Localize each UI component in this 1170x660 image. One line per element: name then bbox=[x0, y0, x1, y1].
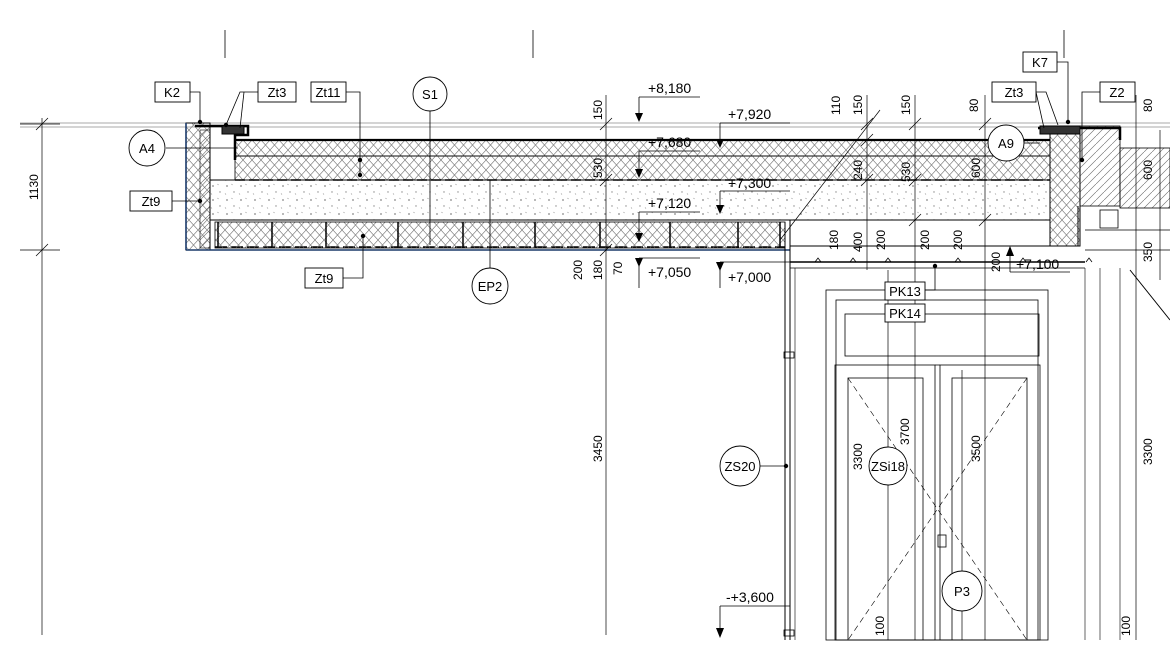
dim-600-b: 600 bbox=[1141, 160, 1155, 180]
dim-530-b: 530 bbox=[899, 162, 913, 182]
dim-1130: 1130 bbox=[27, 174, 41, 200]
elevation-7300: +7,300 bbox=[716, 175, 790, 214]
svg-text:ZSi18: ZSi18 bbox=[871, 459, 905, 474]
dim-80-b: 80 bbox=[1141, 98, 1155, 112]
dimension-texts: 1130 150 530 110 150 150 240 530 80 600 … bbox=[27, 95, 1155, 636]
dim-180-b: 180 bbox=[827, 230, 841, 250]
label-z2: Z2 bbox=[1099, 81, 1136, 103]
svg-text:K7: K7 bbox=[1032, 55, 1048, 70]
bubble-s1: S1 bbox=[412, 76, 448, 112]
bubble-p3: P3 bbox=[941, 570, 983, 612]
dim-200-b: 200 bbox=[874, 230, 888, 250]
svg-text:+7,300: +7,300 bbox=[728, 175, 771, 191]
dim-200-e: 200 bbox=[989, 252, 1003, 272]
label-zt9-left: Zt9 bbox=[129, 190, 173, 212]
dim-180-a: 180 bbox=[591, 260, 605, 280]
elevation-7680: +7,680 bbox=[635, 134, 700, 178]
svg-text:A4: A4 bbox=[139, 141, 155, 156]
elevation-8180: +8,180 bbox=[635, 80, 700, 122]
svg-text:+7,000: +7,000 bbox=[728, 269, 771, 285]
dim-3500: 3500 bbox=[969, 435, 983, 462]
dim-110: 110 bbox=[829, 96, 843, 115]
svg-text:+7,100: +7,100 bbox=[1016, 256, 1059, 272]
dim-530-a: 530 bbox=[591, 158, 605, 178]
elevation-markers: +8,180 +7,920 +7,680 +7,300 +7,120 bbox=[635, 80, 1070, 638]
dim-3300-a: 3300 bbox=[851, 443, 865, 470]
elevation-7100: +7,100 bbox=[1006, 246, 1070, 273]
elevation-7120: +7,120 bbox=[635, 195, 700, 242]
label-zt3-right: Zt3 bbox=[991, 81, 1037, 103]
dim-200-d: 200 bbox=[951, 230, 965, 250]
dim-600-a: 600 bbox=[969, 158, 983, 178]
svg-text:P3: P3 bbox=[954, 584, 970, 599]
dim-150-c: 150 bbox=[899, 95, 913, 115]
dim-150-a: 150 bbox=[591, 100, 605, 120]
svg-text:S1: S1 bbox=[422, 87, 438, 102]
svg-text:PK14: PK14 bbox=[889, 306, 921, 321]
bubble-a9: A9 bbox=[987, 124, 1025, 162]
svg-text:Zt3: Zt3 bbox=[268, 85, 287, 100]
dim-100-a: 100 bbox=[873, 616, 887, 636]
dim-3300-b: 3300 bbox=[1141, 438, 1155, 465]
leader-dots bbox=[197, 119, 1085, 469]
dim-200-a: 200 bbox=[571, 260, 585, 280]
svg-text:+8,180: +8,180 bbox=[648, 80, 691, 96]
svg-text:Zt9: Zt9 bbox=[315, 271, 334, 286]
dim-100-b: 100 bbox=[1119, 616, 1133, 636]
dim-3700: 3700 bbox=[898, 418, 912, 445]
svg-text:-+3,600: -+3,600 bbox=[726, 589, 774, 605]
bubble-labels: S1 A4 EP2 A9 ZS20 ZSi18 P3 bbox=[128, 76, 1025, 612]
svg-text:+7,050: +7,050 bbox=[648, 264, 691, 280]
dim-80-a: 80 bbox=[967, 98, 981, 112]
bubble-ep2: EP2 bbox=[471, 267, 509, 305]
svg-text:Zt11: Zt11 bbox=[315, 85, 340, 100]
svg-text:Zt3: Zt3 bbox=[1005, 85, 1024, 100]
bubble-a4: A4 bbox=[128, 129, 166, 167]
svg-text:K2: K2 bbox=[164, 85, 180, 100]
dim-400: 400 bbox=[851, 232, 865, 252]
svg-text:Zt9: Zt9 bbox=[142, 194, 161, 209]
svg-text:PK13: PK13 bbox=[889, 284, 921, 299]
dim-3450: 3450 bbox=[591, 435, 605, 462]
elevation-3600: -+3,600 bbox=[716, 589, 790, 638]
box-labels: K2 Zt3 Zt11 Zt9 Zt9 K7 Zt3 Z2 bbox=[129, 51, 1136, 323]
leader-lines bbox=[166, 61, 1100, 467]
dim-200-c: 200 bbox=[918, 230, 932, 250]
svg-text:Z2: Z2 bbox=[1109, 85, 1124, 100]
dim-150-b: 150 bbox=[851, 95, 865, 115]
elevation-7000: +7,000 bbox=[716, 261, 790, 288]
label-pk13: PK13 bbox=[884, 281, 926, 301]
bubble-zsi18: ZSi18 bbox=[868, 446, 908, 486]
svg-text:A9: A9 bbox=[998, 136, 1014, 151]
label-k7: K7 bbox=[1022, 51, 1058, 73]
elevation-7920: +7,920 bbox=[716, 106, 790, 148]
dim-70: 70 bbox=[611, 261, 625, 275]
bubble-zs20: ZS20 bbox=[719, 445, 761, 487]
dim-350: 350 bbox=[1141, 242, 1155, 262]
dim-240: 240 bbox=[851, 160, 865, 180]
label-pk14: PK14 bbox=[884, 303, 926, 323]
label-zt3-left: Zt3 bbox=[257, 81, 297, 103]
structure-linework bbox=[20, 30, 1170, 641]
svg-text:ZS20: ZS20 bbox=[724, 459, 755, 474]
svg-text:+7,120: +7,120 bbox=[648, 195, 691, 211]
label-zt11: Zt11 bbox=[310, 81, 347, 103]
svg-text:+7,680: +7,680 bbox=[648, 134, 691, 150]
svg-text:+7,920: +7,920 bbox=[728, 106, 771, 122]
label-k2: K2 bbox=[154, 81, 191, 103]
label-zt9-bottom: Zt9 bbox=[304, 267, 344, 289]
elevation-7050: +7,050 bbox=[635, 257, 700, 288]
svg-text:EP2: EP2 bbox=[478, 279, 503, 294]
